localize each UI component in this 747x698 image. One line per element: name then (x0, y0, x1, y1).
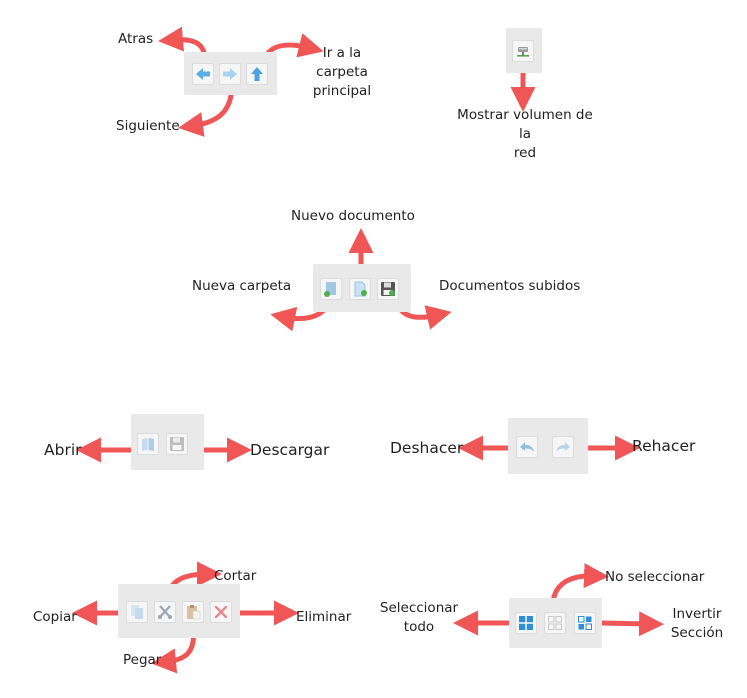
label-home-folder: Ir a la carpeta principal (312, 45, 372, 99)
clipboard-icon (187, 605, 201, 620)
undo-button[interactable] (516, 436, 538, 458)
arrow-up-icon (251, 67, 263, 81)
new-folder-icon (324, 282, 336, 297)
open-book-icon (142, 438, 154, 451)
copy-button[interactable] (126, 601, 148, 623)
invert-selection-button[interactable] (574, 612, 596, 634)
delete-button[interactable] (210, 601, 232, 623)
new-document-button[interactable] (349, 278, 371, 300)
copy-icon (131, 605, 143, 619)
label-download: Descargar (250, 441, 330, 459)
label-new-folder: Nueva carpeta (192, 278, 292, 294)
back-button[interactable] (192, 63, 214, 85)
scissors-icon (158, 605, 172, 619)
select-none-button[interactable] (544, 612, 566, 634)
network-volume-button[interactable] (512, 40, 534, 62)
redo-icon (556, 442, 570, 452)
label-network-volume: Mostrar volumen de la red (457, 107, 593, 161)
label-back: Atras (118, 31, 154, 47)
label-select-none: No seleccionar (605, 569, 705, 585)
floppy-save-icon (381, 282, 395, 296)
new-document-icon (354, 281, 367, 297)
label-redo: Rehacer (632, 437, 696, 455)
uploads-button[interactable] (377, 278, 399, 300)
label-copy: Copiar (33, 609, 77, 625)
label-new-document: Nuevo documento (291, 208, 415, 224)
grid-empty-icon (548, 616, 562, 630)
new-folder-button[interactable] (320, 278, 342, 300)
label-paste: Pegar (123, 652, 162, 668)
delete-x-icon (214, 605, 228, 619)
label-select-all: Seleccionar todo (379, 600, 459, 635)
label-uploads: Documentos subidos (439, 278, 581, 294)
label-undo: Deshacer (390, 439, 464, 457)
grid-filled-icon (519, 616, 533, 630)
arrow-left-icon (196, 68, 210, 80)
floppy-disk-icon (170, 437, 184, 451)
select-all-button[interactable] (515, 612, 537, 634)
paste-button[interactable] (182, 601, 204, 623)
undo-icon (520, 442, 534, 452)
cut-button[interactable] (154, 601, 176, 623)
label-cut: Cortar (214, 568, 257, 584)
download-button[interactable] (166, 433, 188, 455)
label-invert-selection: Invertir Sección (670, 606, 724, 641)
label-open: Abrir (44, 441, 82, 459)
arrow-right-icon (223, 68, 237, 80)
grid-invert-icon (578, 616, 592, 630)
arrow-invert (599, 611, 664, 637)
home-folder-button[interactable] (246, 63, 268, 85)
label-forward: Siguiente (116, 118, 180, 134)
label-delete: Eliminar (296, 609, 352, 625)
network-drive-icon (517, 47, 529, 57)
forward-button[interactable] (219, 63, 241, 85)
open-button[interactable] (137, 433, 159, 455)
redo-button[interactable] (552, 436, 574, 458)
